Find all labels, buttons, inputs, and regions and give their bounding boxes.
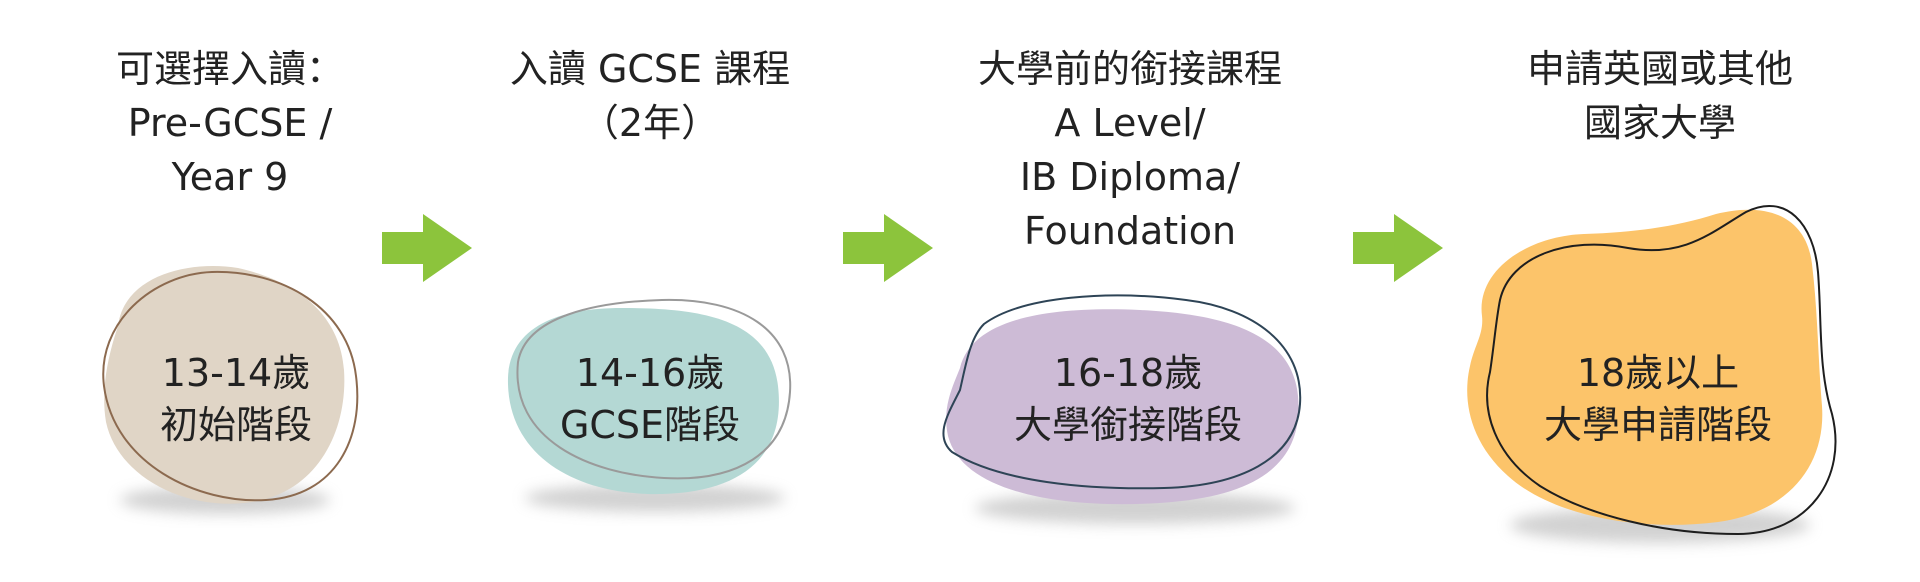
stage-4-outline: [1486, 205, 1837, 536]
stage-2-age: 14-16歲: [576, 351, 724, 395]
stage-1-title-line: Pre-GCSE /: [127, 101, 333, 145]
stage-2-title-line: （2年）: [580, 101, 720, 145]
stage-3-shadow: [975, 492, 1295, 524]
arrow-right-icon: [382, 214, 472, 282]
stage-4-age: 18歲以上: [1577, 351, 1739, 395]
stage-4-title-line: 國家大學: [1583, 101, 1736, 145]
stage-3-age: 16-18歲: [1054, 351, 1202, 395]
stage-3-blob: [946, 309, 1299, 505]
stage-4-blob: [1467, 209, 1823, 525]
stage-1-blob: [104, 266, 345, 504]
stage-2-shadow: [525, 484, 785, 512]
stage-1-phase: 初始階段: [160, 403, 312, 447]
stage-3-title-line: A Level/: [1054, 101, 1206, 145]
stage-1-title-line: Year 9: [171, 155, 289, 199]
stage-3-outline: [942, 294, 1302, 490]
stage-1-age: 13-14歲: [162, 351, 310, 395]
stage-2-blob: [507, 308, 779, 495]
stage-2-title: 入讀 GCSE 課程 （2年）: [500, 42, 800, 150]
stage-3-title-line: IB Diploma/: [1019, 155, 1241, 199]
stage-3-title-line: 大學前的銜接課程: [977, 47, 1282, 91]
stage-2-outline: [516, 298, 792, 480]
arrow-right-icon: [843, 214, 933, 282]
stage-2-title-line: 入讀 GCSE 課程: [509, 47, 791, 91]
stage-1-title: 可選擇入讀： Pre-GCSE / Year 9: [90, 42, 370, 204]
stage-2-phase: GCSE階段: [560, 403, 740, 447]
stage-4-title: 申請英國或其他 國家大學: [1510, 42, 1810, 150]
stage-1-outline: [102, 270, 359, 502]
stage-4-title-line: 申請英國或其他: [1526, 47, 1793, 91]
stage-3-phase: 大學銜接階段: [1014, 403, 1242, 447]
stage-4-phase: 大學申請階段: [1544, 403, 1772, 447]
stage-3-title-line: Foundation: [1023, 209, 1237, 253]
stage-3-title: 大學前的銜接課程 A Level/ IB Diploma/ Foundation: [960, 42, 1300, 258]
arrow-right-icon: [1353, 214, 1443, 282]
stage-1-title-line: 可選擇入讀：: [115, 47, 344, 91]
